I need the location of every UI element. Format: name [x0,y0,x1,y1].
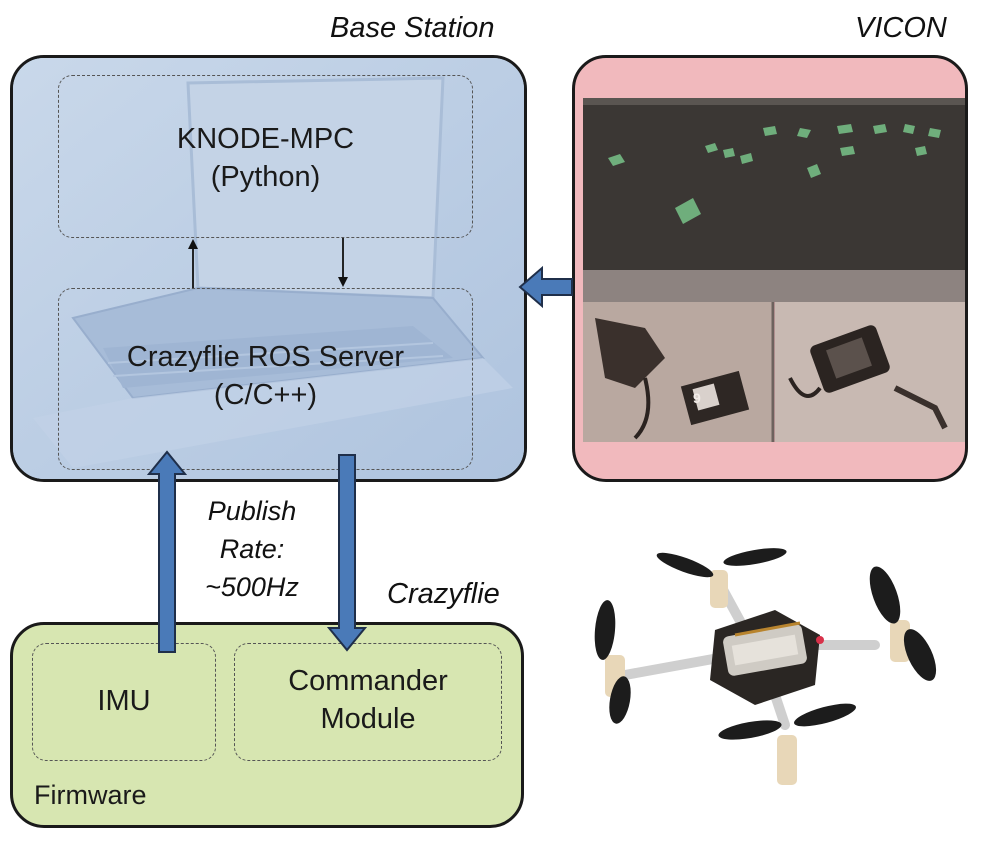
knode-mpc-language: (Python) [210,161,321,193]
vicon-label: VICON [855,12,947,44]
imu-to-ros-arrow [146,450,188,653]
vicon-to-base-arrow [518,265,573,309]
ros-server-text: Crazyflie ROS Server (C/C++) [58,338,473,414]
knode-mpc-text: KNODE-MPC (Python) [58,120,473,196]
crazyflie-drone-image [594,548,937,785]
commander-text: Commander Module [234,662,502,738]
commander-box [234,643,502,761]
publish-rate-line1: Publish [207,496,297,526]
publish-rate-line2: Rate: [219,534,285,564]
imu-box [32,643,216,761]
imu-text: IMU [32,682,216,720]
ros-to-commander-arrow [326,454,368,652]
publish-rate-text: Publish Rate: ~500Hz [196,492,308,606]
publish-rate-line3: ~500Hz [205,572,299,602]
ros-server-language: (C/C++) [213,379,318,411]
vicon-screenshot-image [583,98,965,442]
vicon-panel: 9 [572,55,968,482]
base-station-panel [10,55,527,482]
commander-title: Commander [288,665,448,697]
crazyflie-label: Crazyflie [387,578,500,610]
knode-mpc-title: KNODE-MPC [176,123,355,155]
firmware-panel [10,622,524,828]
ros-server-box [58,288,473,470]
marker-number: 9 [693,390,701,406]
knode-mpc-box [58,75,473,238]
laptop-background-image [13,58,524,479]
firmware-label: Firmware [34,780,147,810]
base-station-label: Base Station [330,12,495,44]
commander-subtitle: Module [320,703,416,735]
imu-title: IMU [97,685,151,717]
ros-server-title: Crazyflie ROS Server [126,341,405,373]
